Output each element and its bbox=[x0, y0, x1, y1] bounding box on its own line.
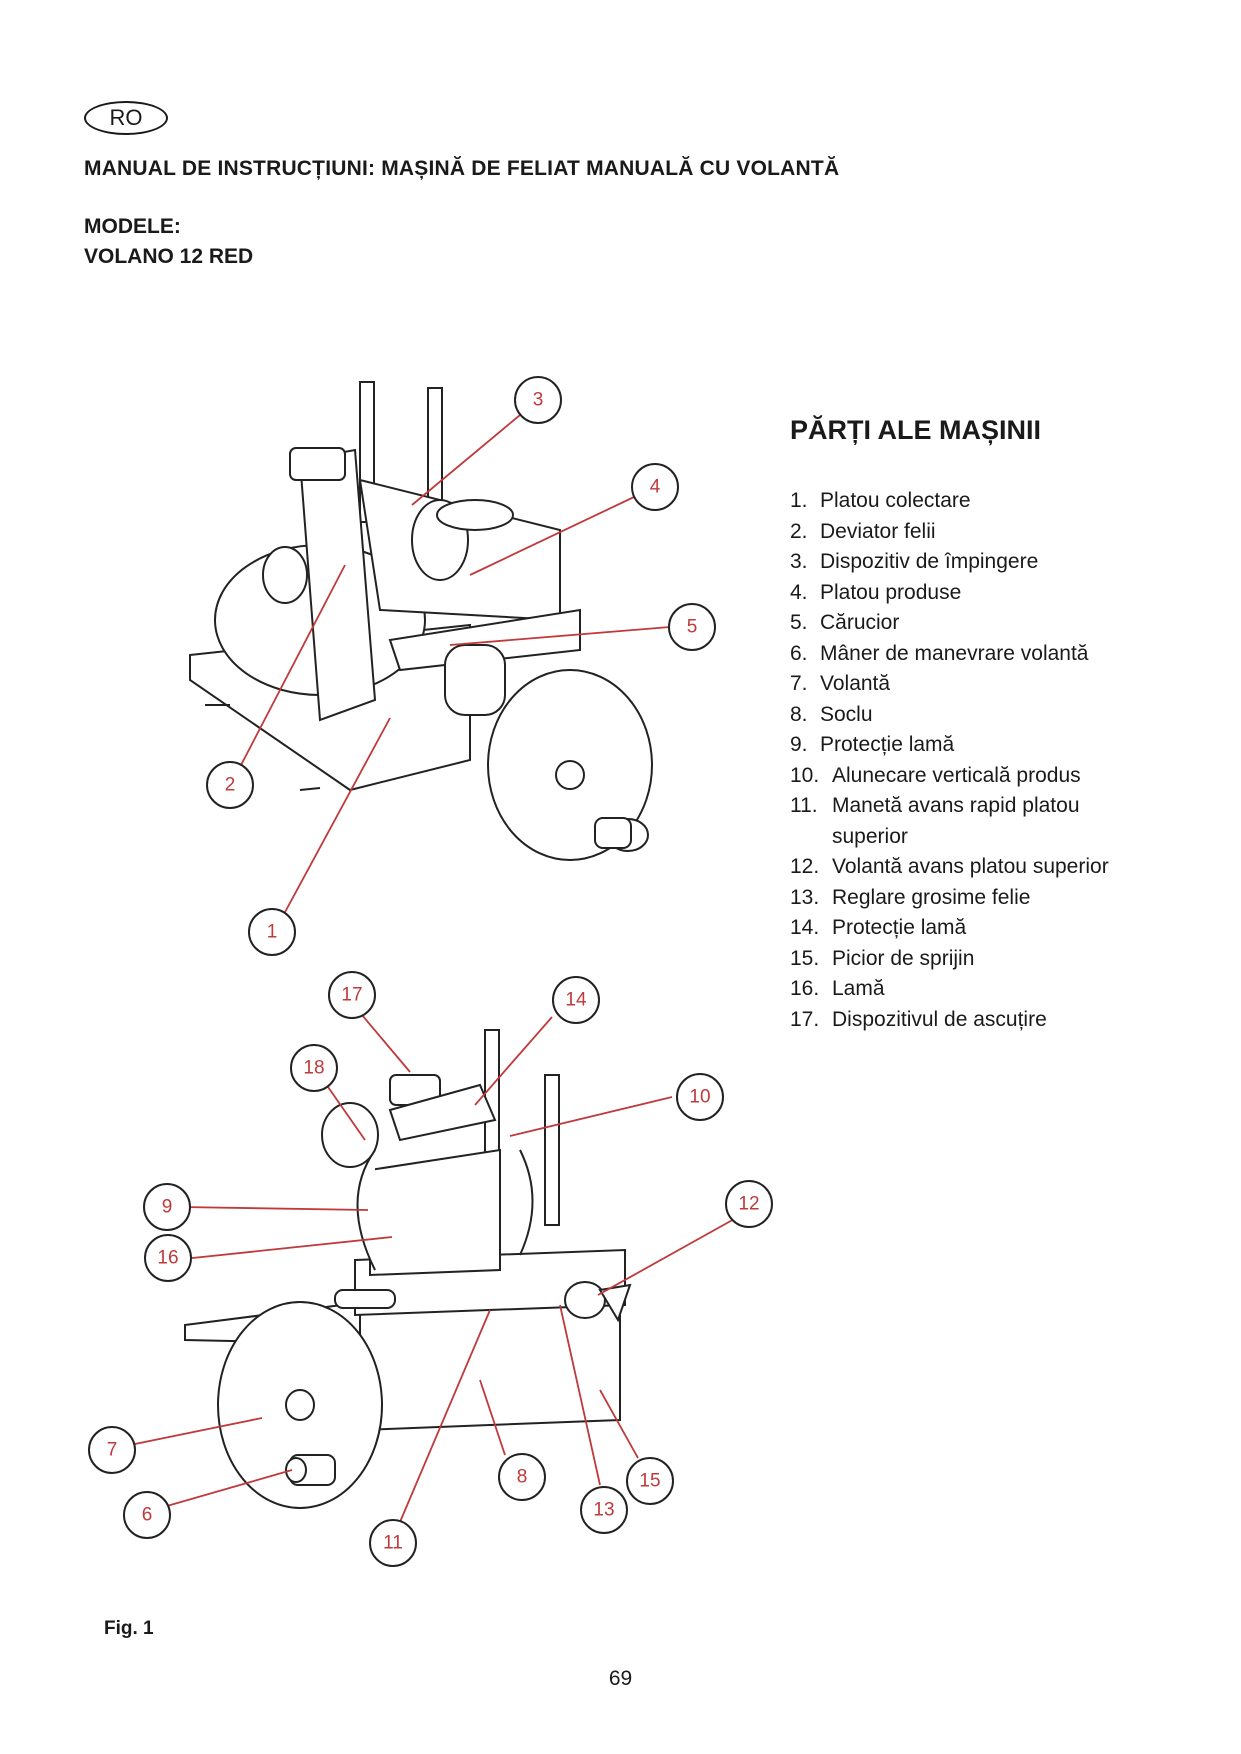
callout-label: 14 bbox=[565, 990, 587, 1011]
callout-label: 7 bbox=[107, 1440, 118, 1461]
callout-12: 12 bbox=[725, 1180, 773, 1228]
list-item: 11. Manetă avans rapid platou superior bbox=[790, 791, 1170, 852]
top-machine-drawing bbox=[189, 381, 653, 861]
list-item: 9. Protecție lamă bbox=[790, 730, 1170, 761]
item-number: 7. bbox=[790, 672, 808, 695]
callout-label: 10 bbox=[689, 1087, 710, 1108]
item-number: 1. bbox=[790, 489, 808, 512]
list-item: 12. Volantă avans platou superior bbox=[790, 852, 1170, 883]
item-number: 6. bbox=[790, 641, 808, 665]
figure-label: Fig. 1 bbox=[104, 1618, 154, 1639]
callout-label: 5 bbox=[687, 617, 698, 638]
list-item: 3. Dispozitiv de împingere bbox=[790, 547, 1170, 578]
item-text: Deviator felii bbox=[820, 519, 936, 543]
page-number: 69 bbox=[608, 1667, 633, 1690]
callout-label: 11 bbox=[383, 1533, 403, 1554]
callout-label: 16 bbox=[157, 1248, 178, 1269]
item-number: 4. bbox=[790, 580, 808, 604]
callout-4: 4 bbox=[631, 463, 679, 511]
item-text: Dispozitivul de ascuțire bbox=[832, 1007, 1047, 1031]
list-item: 4. Platou produse bbox=[790, 578, 1170, 609]
callout-arrows bbox=[129, 414, 746, 1523]
item-text: Platou produse bbox=[820, 580, 962, 604]
callout-5: 5 bbox=[668, 603, 716, 651]
item-number: 13. bbox=[790, 885, 820, 909]
callout-13: 13 bbox=[580, 1486, 628, 1534]
item-number: 9. bbox=[790, 733, 808, 756]
item-number: 15. bbox=[790, 946, 820, 970]
item-number: 10. bbox=[790, 763, 820, 787]
list-item: 15. Picior de sprijin bbox=[790, 944, 1170, 975]
item-text: Lamă bbox=[832, 977, 885, 1000]
item-text: Soclu bbox=[820, 702, 873, 726]
callout-6: 6 bbox=[123, 1491, 171, 1539]
callout-label: 12 bbox=[738, 1194, 759, 1215]
document-title: MANUAL DE INSTRUCȚIUNI: MAȘINĂ DE FELIAT… bbox=[84, 157, 840, 180]
list-item: 7. Volantă bbox=[790, 669, 1170, 700]
item-number: 8. bbox=[790, 702, 808, 726]
item-text: Dispozitiv de împingere bbox=[820, 550, 1039, 573]
callout-15: 15 bbox=[626, 1457, 674, 1505]
callout-8: 8 bbox=[498, 1453, 546, 1501]
item-text: Picior de sprijin bbox=[832, 946, 975, 970]
language-badge: RO bbox=[84, 101, 168, 135]
callout-label: 17 bbox=[341, 985, 362, 1006]
parts-heading: PĂRȚI ALE MAȘINII bbox=[790, 415, 1042, 445]
bottom-machine-drawing bbox=[184, 1029, 632, 1509]
item-number: 14. bbox=[790, 916, 820, 939]
item-number: 5. bbox=[790, 611, 808, 634]
list-item: 2. Deviator felii bbox=[790, 517, 1170, 548]
models-label: MODELE: bbox=[84, 215, 181, 238]
callout-label: 8 bbox=[517, 1467, 528, 1488]
parts-list: 1. Platou colectare 2. Deviator felii 3. Di… bbox=[790, 486, 1170, 1035]
item-text: Cărucior bbox=[820, 611, 900, 634]
callout-14: 14 bbox=[552, 976, 600, 1024]
item-number: 17. bbox=[790, 1007, 820, 1031]
item-number: 11. bbox=[790, 794, 818, 817]
list-item: 5. Cărucior bbox=[790, 608, 1170, 639]
item-text: Platou colectare bbox=[820, 489, 971, 512]
list-item: 8. Soclu bbox=[790, 700, 1170, 731]
item-text: Alunecare verticală produs bbox=[832, 763, 1081, 787]
callout-label: 6 bbox=[142, 1505, 153, 1526]
model-name: VOLANO 12 RED bbox=[84, 245, 254, 268]
list-item: 17. Dispozitivul de ascuțire bbox=[790, 1005, 1170, 1036]
callout-label: 13 bbox=[593, 1500, 614, 1521]
callout-label: 1 bbox=[267, 922, 278, 943]
callout-3: 3 bbox=[514, 376, 562, 424]
callout-16: 16 bbox=[144, 1234, 192, 1282]
item-text: Mâner de manevrare volantă bbox=[820, 641, 1089, 665]
callout-label: 15 bbox=[639, 1471, 660, 1492]
list-item: 16. Lamă bbox=[790, 974, 1170, 1005]
list-item: 13. Reglare grosime felie bbox=[790, 883, 1170, 914]
item-number: 12. bbox=[790, 855, 820, 878]
item-text: Reglare grosime felie bbox=[832, 885, 1031, 909]
callout-9: 9 bbox=[143, 1183, 191, 1231]
item-text: Volantă bbox=[820, 672, 891, 695]
item-text: Protecție lamă bbox=[820, 733, 955, 756]
item-text: Manetă avans rapid platou superior bbox=[832, 794, 1080, 848]
callout-10: 10 bbox=[676, 1073, 724, 1121]
item-text: Protecție lamă bbox=[832, 916, 967, 939]
list-item: 1. Platou colectare bbox=[790, 486, 1170, 517]
callout-label: 9 bbox=[162, 1197, 173, 1218]
list-item: 10. Alunecare verticală produs bbox=[790, 761, 1170, 792]
callout-1: 1 bbox=[248, 908, 296, 956]
item-text: Volantă avans platou superior bbox=[832, 855, 1109, 878]
callout-7: 7 bbox=[88, 1426, 136, 1474]
item-number: 3. bbox=[790, 550, 808, 573]
item-number: 16. bbox=[790, 977, 820, 1000]
callout-17: 17 bbox=[328, 971, 376, 1019]
callout-label: 4 bbox=[650, 477, 661, 498]
callout-2: 2 bbox=[206, 761, 254, 809]
list-item: 6. Mâner de manevrare volantă bbox=[790, 639, 1170, 670]
callout-11: 11 bbox=[369, 1519, 417, 1567]
callout-label: 3 bbox=[533, 390, 544, 411]
list-item: 14. Protecție lamă bbox=[790, 913, 1170, 944]
callout-label: 2 bbox=[225, 775, 236, 796]
callout-label: 18 bbox=[303, 1058, 324, 1079]
item-number: 2. bbox=[790, 519, 808, 543]
callout-18: 18 bbox=[290, 1044, 338, 1092]
